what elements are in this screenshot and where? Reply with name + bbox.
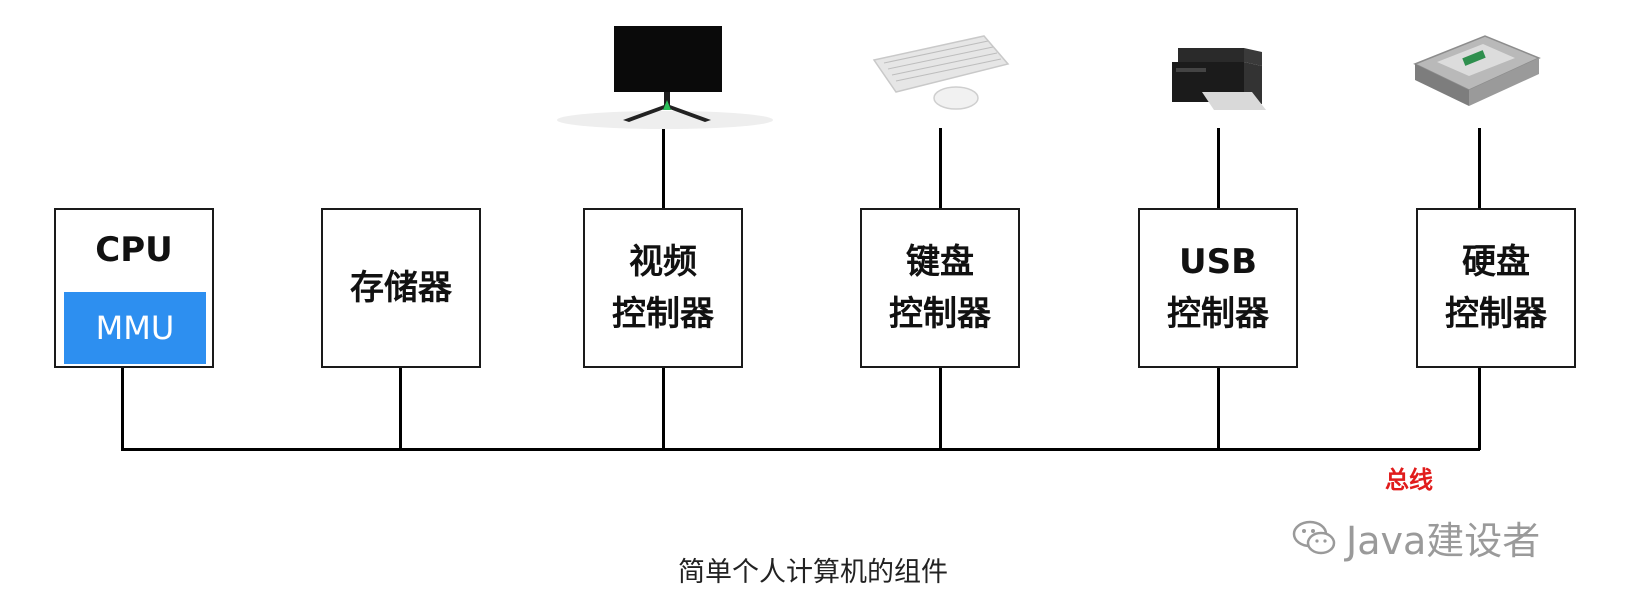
keyboard-controller-label: 键盘 控制器 bbox=[889, 242, 991, 334]
monitor-icon bbox=[557, 26, 773, 129]
printer-icon bbox=[1172, 48, 1266, 110]
keyboard-mouse-icon bbox=[872, 35, 1010, 110]
connector-memory bbox=[399, 368, 402, 450]
disk-controller-box: 硬盘 控制器 bbox=[1416, 208, 1576, 368]
memory-box: 存储器 bbox=[321, 208, 481, 368]
link-printer bbox=[1217, 128, 1220, 208]
wechat-icon bbox=[1292, 520, 1336, 554]
bus-line bbox=[121, 448, 1480, 451]
connector-usb bbox=[1217, 368, 1220, 450]
mmu-block: MMU bbox=[64, 292, 206, 364]
connector-cpu bbox=[121, 368, 124, 450]
connector-video bbox=[662, 368, 665, 450]
link-keyboard bbox=[939, 128, 942, 208]
connector-keyboard bbox=[939, 368, 942, 450]
disk-controller-label: 硬盘 控制器 bbox=[1445, 242, 1547, 334]
caption: 简单个人计算机的组件 bbox=[678, 557, 948, 588]
memory-label: 存储器 bbox=[350, 268, 452, 308]
cpu-label: CPU bbox=[95, 230, 173, 270]
bus-label: 总线 bbox=[1385, 466, 1433, 494]
usb-controller-label: USB 控制器 bbox=[1167, 242, 1269, 334]
keyboard-controller-box: 键盘 控制器 bbox=[860, 208, 1020, 368]
hard-disk-icon bbox=[1413, 35, 1541, 106]
link-monitor bbox=[662, 128, 665, 208]
video-controller-box: 视频 控制器 bbox=[583, 208, 743, 368]
watermark: Java建设者 bbox=[1290, 510, 1540, 565]
link-disk bbox=[1478, 128, 1481, 208]
usb-controller-box: USB 控制器 bbox=[1138, 208, 1298, 368]
video-controller-label: 视频 控制器 bbox=[612, 242, 714, 334]
cpu-box: CPU MMU bbox=[54, 208, 214, 368]
watermark-text: Java建设者 bbox=[1346, 519, 1541, 563]
connector-disk bbox=[1478, 368, 1481, 450]
